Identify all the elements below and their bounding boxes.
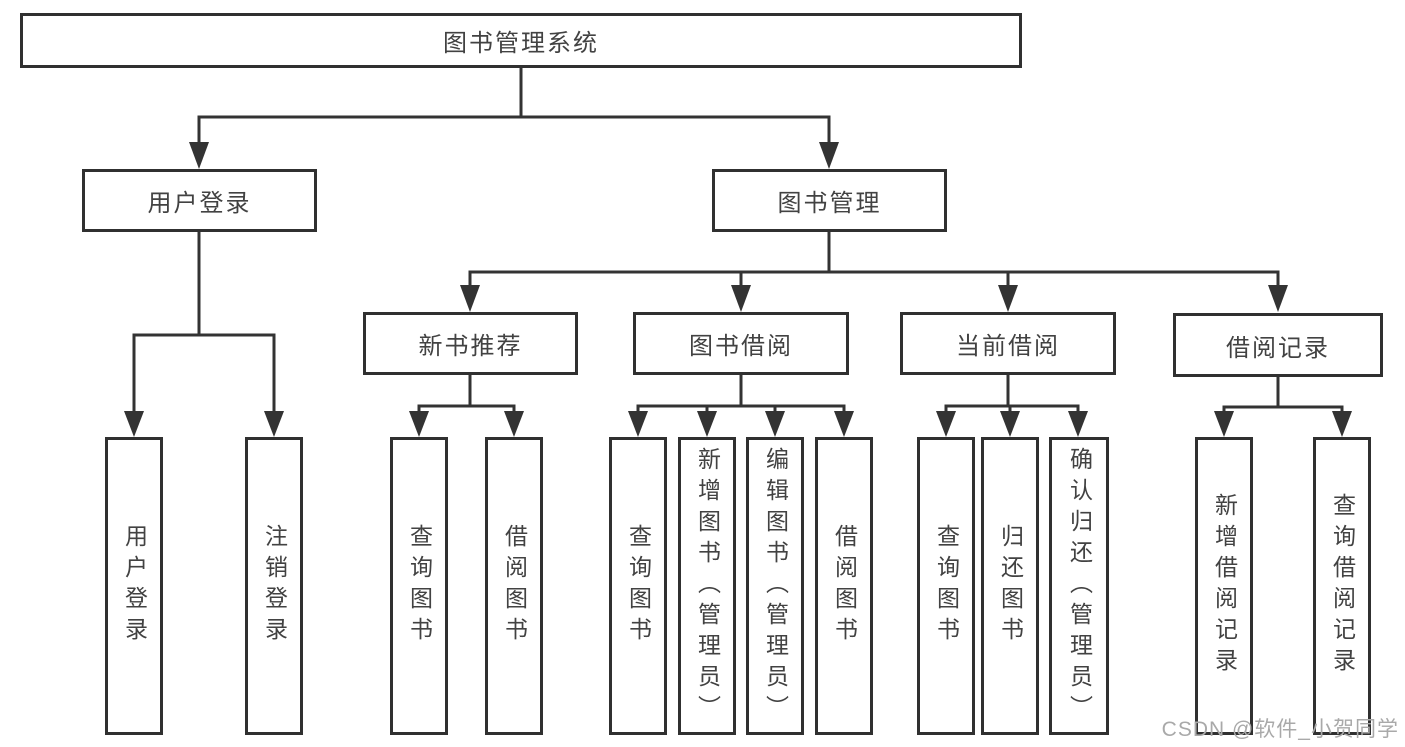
node-label: 图书借阅 <box>689 333 793 360</box>
arrowhead-icon <box>1068 411 1088 437</box>
node-label: 查询图书 <box>933 524 960 648</box>
node-label: 图书管理 <box>777 190 882 217</box>
leaf-return-books: 归还图书 <box>981 437 1039 735</box>
node-borrow-records: 借阅记录 <box>1173 313 1383 377</box>
leaf-logout: 注销登录 <box>245 437 303 735</box>
arrowhead-icon <box>189 142 209 169</box>
node-book-borrowing: 图书借阅 <box>633 312 849 375</box>
arrowhead-icon <box>731 285 751 312</box>
leaf-confirm-return-admin: 确认归还（管理员） <box>1049 437 1109 735</box>
arrowhead-icon <box>628 411 648 437</box>
leaf-borrow-books-recommend: 借阅图书 <box>485 437 543 735</box>
leaf-query-borrow-record: 查询借阅记录 <box>1313 437 1371 735</box>
arrowhead-icon <box>409 411 429 437</box>
node-current-borrowing: 当前借阅 <box>900 312 1116 375</box>
leaf-query-books-recommend: 查询图书 <box>390 437 448 735</box>
arrowheads <box>124 142 1352 437</box>
arrowhead-icon <box>834 411 854 437</box>
node-label: 查询图书 <box>625 524 652 648</box>
node-label: 图书管理系统 <box>443 30 599 57</box>
arrowhead-icon <box>124 411 144 437</box>
leaf-query-books-current: 查询图书 <box>917 437 975 735</box>
arrowhead-icon <box>264 411 284 437</box>
node-label: 查询图书 <box>406 524 433 648</box>
arrowhead-icon <box>504 411 524 437</box>
arrowhead-icon <box>697 411 717 437</box>
node-new-book-recommend: 新书推荐 <box>363 312 578 375</box>
leaf-user-login: 用户登录 <box>105 437 163 735</box>
node-label: 借阅图书 <box>501 524 528 648</box>
node-user-login: 用户登录 <box>82 169 317 232</box>
leaf-borrow-books: 借阅图书 <box>815 437 873 735</box>
node-label: 新书推荐 <box>418 333 523 360</box>
node-label: 查询借阅记录 <box>1329 493 1356 679</box>
leaf-query-books-borrowing: 查询图书 <box>609 437 667 735</box>
arrowhead-icon <box>765 411 785 437</box>
node-book-management: 图书管理 <box>712 169 947 232</box>
node-label: 用户登录 <box>121 524 148 648</box>
node-label: 注销登录 <box>261 524 288 648</box>
node-root-system: 图书管理系统 <box>20 13 1022 68</box>
node-label: 编辑图书（管理员） <box>762 446 789 726</box>
arrowhead-icon <box>936 411 956 437</box>
arrowhead-icon <box>460 285 480 312</box>
arrowhead-icon <box>998 285 1018 312</box>
node-label: 确认归还（管理员） <box>1066 446 1093 726</box>
leaf-edit-books-admin: 编辑图书（管理员） <box>746 437 804 735</box>
leaf-add-books-admin: 新增图书（管理员） <box>678 437 736 735</box>
node-label: 借阅图书 <box>831 524 858 648</box>
arrowhead-icon <box>819 142 839 169</box>
arrowhead-icon <box>1332 411 1352 437</box>
node-label: 新增借阅记录 <box>1211 493 1238 679</box>
node-label: 归还图书 <box>997 524 1024 648</box>
arrowhead-icon <box>1000 411 1020 437</box>
node-label: 用户登录 <box>147 190 252 217</box>
csdn-watermark: CSDN @软件_小贺同学 <box>1161 718 1399 741</box>
arrowhead-icon <box>1214 411 1234 437</box>
arrowhead-icon <box>1268 285 1288 312</box>
leaf-add-borrow-record: 新增借阅记录 <box>1195 437 1253 735</box>
node-label: 当前借阅 <box>956 333 1060 360</box>
node-label: 新增图书（管理员） <box>694 446 721 726</box>
node-label: 借阅记录 <box>1226 334 1330 362</box>
